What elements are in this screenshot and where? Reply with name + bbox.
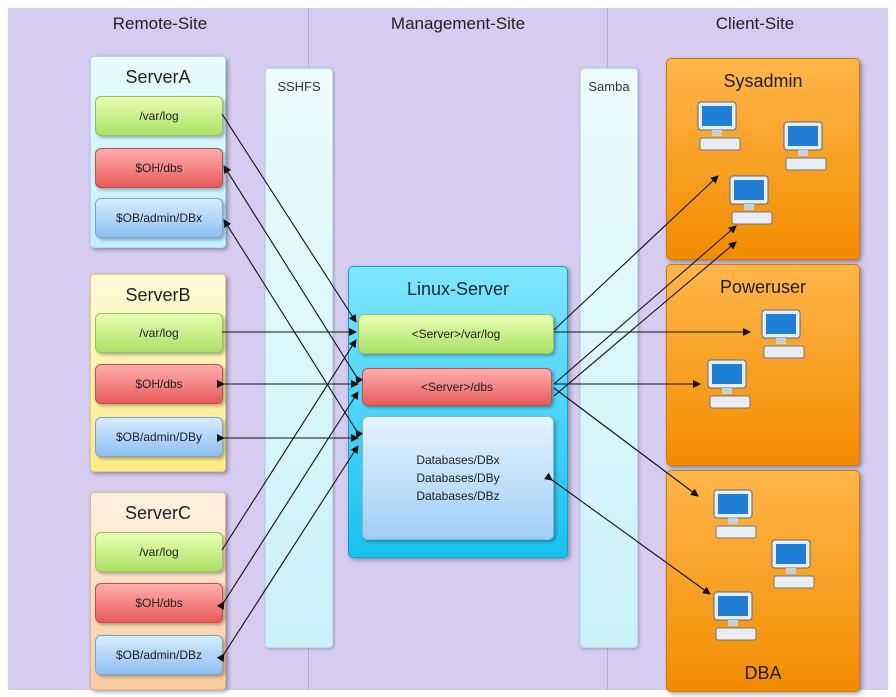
computer-icon [761, 309, 805, 359]
server-b-log-share: /var/log [95, 313, 223, 353]
computer-icon [729, 175, 773, 225]
management-site-title: Management-Site [390, 14, 526, 33]
server-b-dbs-share: $OH/dbs [95, 364, 223, 404]
remote-site-title: Remote-Site [112, 14, 208, 33]
computer-icon [707, 359, 751, 409]
server-c-log-share: /var/log [95, 532, 223, 572]
computer-icon [713, 591, 757, 641]
server-c-title: ServerC [124, 503, 191, 523]
sshfs-label: SSHFS [277, 79, 321, 94]
sysadmin-title: Sysadmin [723, 71, 803, 91]
server-a-log-share: /var/log [95, 96, 223, 136]
client-site-title: Client-Site [715, 14, 795, 33]
computer-icon [783, 121, 827, 171]
server-a-admin-share: $OB/admin/DBx [95, 198, 223, 238]
server-c-admin-share: $OB/admin/DBz [95, 635, 223, 675]
server-c-dbs-share: $OH/dbs [95, 583, 223, 623]
linux-server-title: Linux-Server [406, 279, 510, 299]
computer-icon [697, 101, 741, 151]
linux-log-share: <Server>/var/log [358, 314, 554, 354]
dba-title: DBA [744, 663, 782, 683]
database-dby: Databases/DBy [416, 471, 500, 485]
database-dbx: Databases/DBx [416, 453, 500, 467]
server-b-title: ServerB [125, 285, 191, 305]
computer-icon [713, 489, 757, 539]
sshfs-column: SSHFS [265, 68, 333, 648]
linux-databases-box: Databases/DBx Databases/DBy Databases/DB… [362, 416, 554, 540]
computer-icon [771, 539, 815, 589]
server-a-title: ServerA [125, 67, 191, 87]
poweruser-title: Poweruser [719, 277, 807, 297]
samba-column: Samba [580, 68, 638, 648]
server-a-dbs-share: $OH/dbs [95, 148, 223, 188]
database-dbz: Databases/DBz [416, 489, 500, 503]
linux-dbs-share: <Server>/dbs [362, 368, 552, 406]
server-b-admin-share: $OB/admin/DBy [95, 417, 223, 457]
samba-label: Samba [588, 79, 630, 94]
